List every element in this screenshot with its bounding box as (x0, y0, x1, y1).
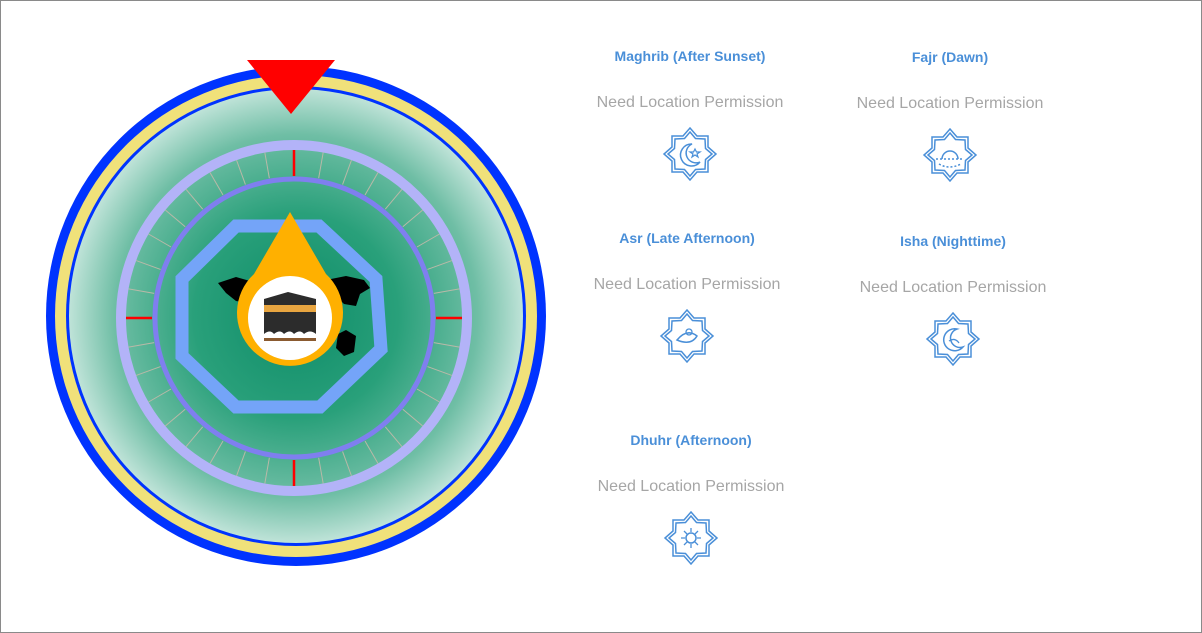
minor-tick (318, 152, 324, 179)
minor-tick (135, 260, 161, 270)
prayer-card-isha: Isha (Nighttime) Need Location Permissio… (823, 233, 1083, 372)
crescent-star-icon (663, 127, 717, 181)
minor-tick (236, 159, 246, 185)
prayer-title: Maghrib (After Sunset) (614, 48, 766, 64)
degree-ticks (126, 150, 462, 486)
sun-icon (664, 511, 718, 565)
minor-tick (128, 288, 155, 294)
kaaba-icon (264, 292, 316, 341)
minor-tick (164, 408, 186, 427)
minor-tick (135, 366, 161, 376)
minor-tick (364, 440, 379, 464)
north-pointer-icon (247, 60, 335, 114)
isha-moon-icon (926, 312, 980, 366)
minor-tick (416, 233, 440, 248)
minor-tick (318, 457, 324, 484)
prayer-status: Need Location Permission (596, 94, 784, 111)
minor-tick (185, 426, 204, 448)
minor-tick (402, 209, 424, 228)
prayer-card-fajr: Fajr (Dawn) Need Location Permission (820, 49, 1080, 188)
qibla-compass (46, 60, 546, 566)
minor-tick (384, 426, 403, 448)
minor-tick (185, 188, 204, 210)
minor-tick (427, 366, 453, 376)
minor-tick (364, 172, 379, 196)
minor-tick (209, 172, 224, 196)
prayer-status: Need Location Permission (856, 95, 1044, 112)
minor-tick (264, 152, 270, 179)
prayer-status: Need Location Permission (597, 478, 785, 495)
prayer-title: Dhuhr (Afternoon) (630, 432, 752, 448)
minor-tick (148, 233, 172, 248)
prayer-status: Need Location Permission (859, 279, 1047, 296)
minor-tick (148, 388, 172, 403)
minor-tick (416, 388, 440, 403)
prayer-card-maghrib: Maghrib (After Sunset) Need Location Per… (560, 48, 820, 187)
minor-tick (384, 188, 403, 210)
minor-tick (164, 209, 186, 228)
minor-tick (209, 440, 224, 464)
prayer-title: Asr (Late Afternoon) (619, 230, 755, 246)
prayer-card-asr: Asr (Late Afternoon) Need Location Permi… (557, 230, 817, 369)
minor-tick (342, 451, 352, 477)
asr-icon (660, 309, 714, 363)
minor-tick (427, 260, 453, 270)
prayer-title: Isha (Nighttime) (900, 233, 1006, 249)
minor-tick (433, 288, 460, 294)
lavender-ring (116, 140, 472, 496)
prayer-status: Need Location Permission (593, 276, 781, 293)
minor-tick (128, 342, 155, 348)
inner-ring (152, 176, 436, 460)
minor-tick (402, 408, 424, 427)
qibla-octagon (175, 219, 388, 414)
sunrise-icon (923, 128, 977, 182)
minor-tick (342, 159, 352, 185)
minor-tick (433, 342, 460, 348)
prayer-card-dhuhr: Dhuhr (Afternoon) Need Location Permissi… (561, 432, 821, 571)
minor-tick (264, 457, 270, 484)
minor-tick (236, 451, 246, 477)
prayer-title: Fajr (Dawn) (911, 49, 989, 65)
